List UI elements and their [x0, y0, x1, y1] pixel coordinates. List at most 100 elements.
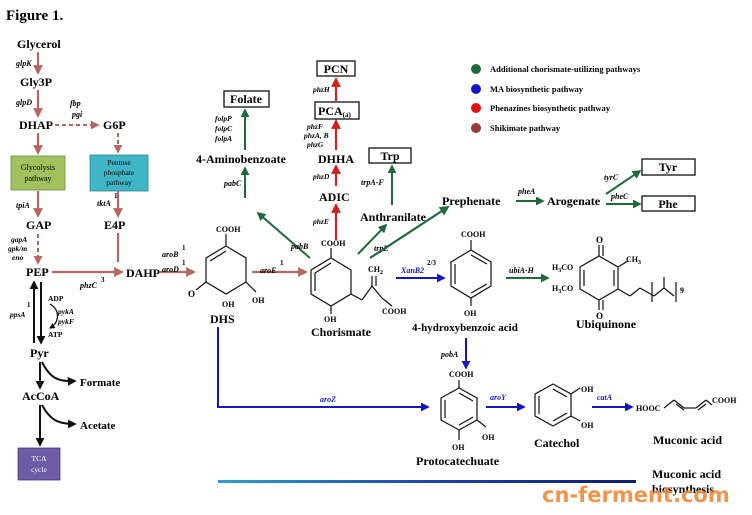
gene-phzg: phzG: [306, 140, 324, 149]
gene-glpk: glpK: [15, 59, 32, 68]
figure-title: Figure 1.: [6, 8, 63, 24]
protocatechuate-oh-right: OH: [482, 433, 495, 442]
label-atp: ATP: [48, 330, 63, 339]
legend-label-additional: Additional chorismate-utilizing pathways: [490, 64, 641, 74]
legend-dot-ma: [471, 84, 481, 94]
glycolysis-pathway-box: [10, 155, 66, 191]
gene-fbp: fbp: [70, 99, 81, 108]
gene-phzab: phzA, B: [303, 131, 329, 140]
muconic-hooc: HOOC: [636, 404, 661, 413]
legend-dot-shikimate: [471, 123, 481, 133]
gene-folpp: folpP: [215, 114, 232, 123]
hba-cooh: COOH: [461, 230, 486, 239]
chorismate-ch2: CH2: [368, 265, 383, 276]
gene-xanb2: XanB2: [400, 266, 424, 275]
gene-pyka: pykA: [57, 307, 74, 316]
gene-arob: aroB: [162, 250, 179, 259]
gene-pabb: pabB: [290, 242, 309, 251]
gene-aroe-sup: 1: [280, 259, 284, 267]
metabolite-hba: 4-hydroxybenzoic acid: [412, 322, 518, 334]
hba-oh: OH: [464, 309, 477, 318]
folate-box: [223, 90, 270, 108]
metabolite-accoa: AcCoA: [22, 389, 60, 403]
gene-glpd: glpD: [15, 98, 32, 107]
gene-tkta: tktA: [97, 199, 111, 208]
gene-pabc: pabC: [223, 179, 242, 188]
gene-aroy: aroY: [490, 393, 507, 402]
metabolite-anthranilate: Anthranilate: [360, 210, 427, 224]
ubiquinone-o-top: O: [596, 235, 603, 245]
protocatechuate-oh-bottom: OH: [452, 443, 465, 452]
label-adp: ADP: [48, 294, 64, 303]
watermark: cn-ferment.com: [542, 483, 730, 507]
tyr-box: [641, 158, 696, 176]
metabolite-pyr: Pyr: [30, 346, 49, 360]
pentose-box-line1: Pentose: [107, 158, 131, 167]
dhs-oh-bottom: OH: [222, 300, 235, 309]
gene-folpc: folpC: [215, 124, 233, 133]
gene-pykf: pykF: [57, 317, 74, 326]
gene-aroe: aroE: [260, 266, 276, 275]
metabolite-prephenate: Prephenate: [442, 194, 501, 208]
catechol-oh-bottom: OH: [581, 421, 594, 430]
gene-phze: phzE: [312, 217, 329, 226]
gene-gpkm: gpk/m: [7, 244, 27, 253]
left-column: Glycerol glpK Gly3P glpD DHAP fbp pgi G6…: [7, 37, 160, 481]
gene-phzc-sup: 3: [101, 276, 105, 284]
chorismate-structure: [310, 248, 393, 314]
gene-phzf: phzF: [306, 122, 323, 131]
pentose-box-line2: phosphate: [104, 168, 135, 177]
catechol-structure: [534, 383, 581, 427]
metabolite-aminobenzoate: 4-Aminobenzoate: [196, 152, 287, 166]
metabolite-pca: PCA(a): [318, 104, 352, 119]
ubiquinone-o-bottom: O: [596, 311, 603, 321]
glycolysis-box-line2: pathway: [24, 174, 51, 183]
metabolite-chorismate: Chorismate: [311, 325, 372, 339]
gene-ppsa-sup: 1: [27, 301, 31, 309]
metabolite-muconic: Muconic acid: [653, 433, 722, 447]
gene-phec: pheC: [610, 192, 629, 201]
ubiquinone-structure: [579, 245, 677, 310]
gene-trpe: trpE: [374, 244, 389, 253]
metabolite-e4p: E4P: [104, 218, 125, 232]
metabolite-phe: Phe: [658, 197, 678, 211]
chorismate-oh: OH: [324, 315, 337, 324]
legend-dot-phenazine: [471, 103, 481, 113]
dhs-structure: [195, 234, 257, 295]
pentose-box-line3: pathway: [106, 178, 132, 187]
biosynthesis-partial-label: biosynthesis: [652, 482, 714, 496]
phe-box: [641, 195, 696, 212]
legend-dot-additional: [471, 64, 481, 74]
legend-label-phenazine: Phenazines biosynthetic pathway: [490, 103, 611, 113]
gene-phea: pheA: [517, 187, 536, 196]
gene-tkta-sup: 1: [114, 192, 118, 200]
gene-pgi: pgi: [71, 110, 83, 119]
gene-arod-sup: 1: [182, 259, 186, 267]
legend: Additional chorismate-utilizing pathways…: [471, 64, 641, 133]
gene-arob-sup: 1: [182, 244, 186, 252]
tca-box-line2: cycle: [31, 465, 47, 474]
tca-cycle-box: [17, 447, 61, 481]
metabolite-acetate: Acetate: [80, 420, 116, 432]
muconic-bottom-label: Muconic acid: [652, 467, 721, 481]
metabolite-glycerol: Glycerol: [17, 37, 61, 51]
metabolite-dahp: DAHP: [126, 266, 160, 280]
metabolite-catechol: Catechol: [534, 436, 580, 450]
tca-box-line1: TCA: [32, 454, 48, 463]
gene-cata: catA: [597, 393, 613, 402]
trp-box: [368, 147, 412, 164]
muconic-cooh: COOH: [712, 396, 737, 405]
legend-label-ma: MA biosynthetic pathway: [490, 84, 584, 94]
dhs-cooh: COOH: [216, 225, 241, 234]
gene-aroz: aroZ: [320, 395, 336, 404]
metabolite-protocatechuate: Protocatechuate: [416, 454, 500, 468]
dhs-oh-right: OH: [252, 296, 265, 305]
gene-xanb2-sup: 2/3: [427, 259, 436, 267]
ubiquinone-ch3: CH3: [626, 255, 641, 266]
pentose-phosphate-box: [89, 154, 149, 192]
metabolite-dhs: DHS: [210, 312, 235, 326]
ubiquinone-h3co-bottom: H3CO: [552, 284, 573, 295]
metabolite-pep: PEP: [26, 265, 49, 279]
metabolite-formate: Formate: [80, 377, 120, 389]
